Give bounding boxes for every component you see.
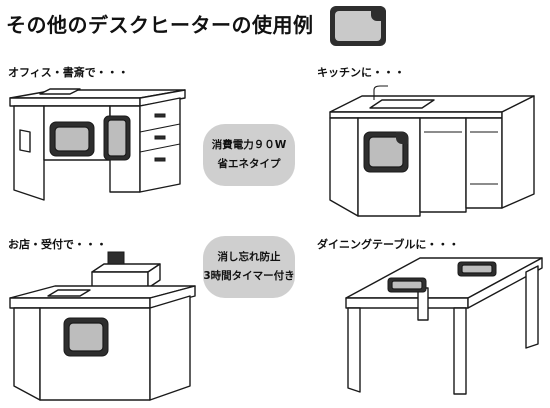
feature-power-line2: 省エネタイプ [217,158,281,170]
feature-badge-timer: 消し忘れ防止 3時間タイマー付き [203,236,295,298]
office-desk-illustration [9,88,186,201]
feature-badge-power: 消費電力９０W 省エネタイプ [203,124,295,186]
caption-kitchen: キッチンに・・・ [317,66,405,79]
caption-dining: ダイニングテーブルに・・・ [317,238,460,251]
feature-power-line1: 消費電力９０W [211,139,287,152]
feature-timer-line1: 消し忘れ防止 [217,251,281,264]
caption-store: お店・受付で・・・ [8,238,107,251]
caption-office: オフィス・書斎で・・・ [8,66,129,79]
feature-timer-line2: 3時間タイマー付き [203,270,295,282]
page-title: その他のデスクヒーターの使用例 [6,13,314,37]
kitchen-counter-illustration [329,85,535,217]
desk-heater-panel-icon [330,6,386,46]
dining-table-illustration [345,257,543,395]
reception-counter-illustration [9,251,196,401]
